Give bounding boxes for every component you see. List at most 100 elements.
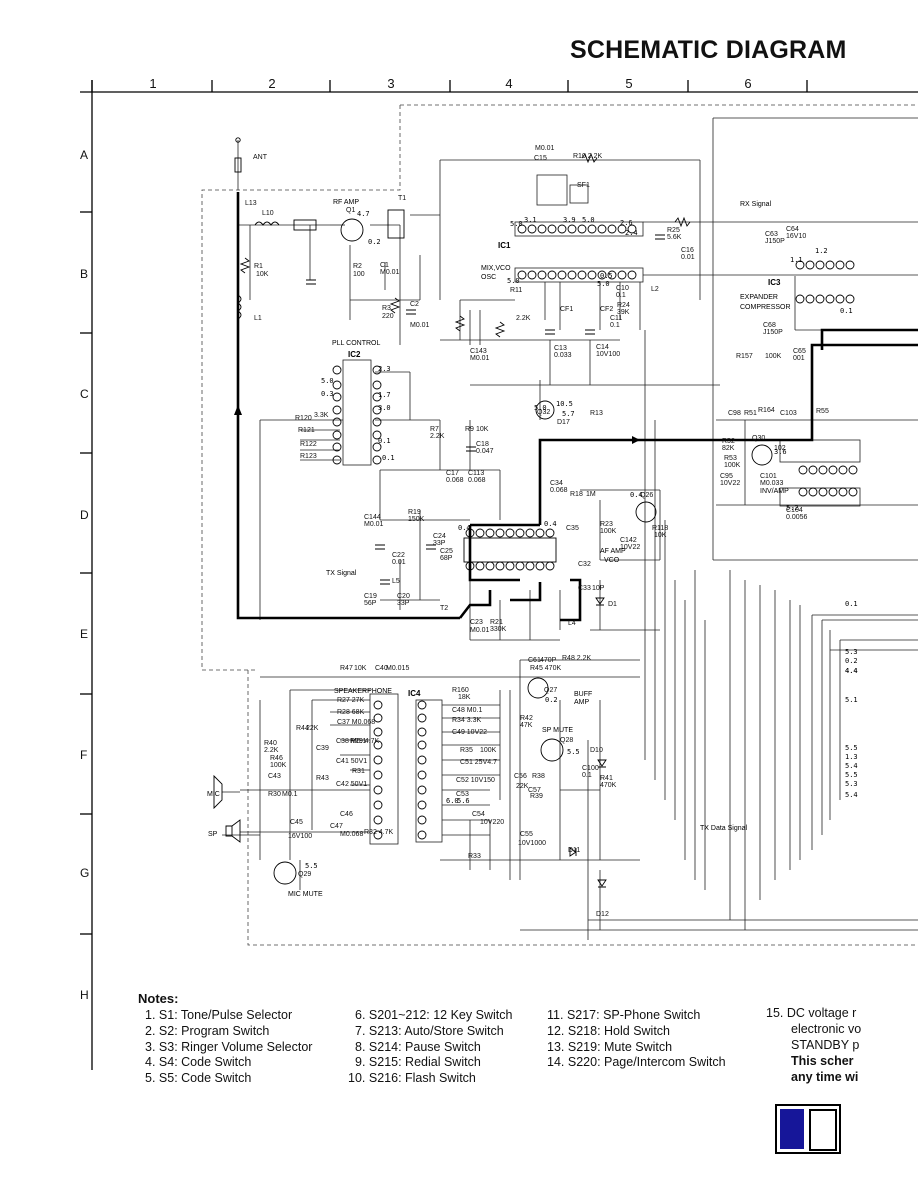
svg-text:M0.01: M0.01 [410, 322, 430, 329]
column-label: 6 [744, 76, 752, 91]
svg-text:R7: R7 [430, 426, 439, 433]
mic-label: MIC [207, 791, 220, 798]
svg-text:R3: R3 [382, 305, 391, 312]
svg-text:5.5: 5.5 [567, 748, 580, 756]
svg-text:C113: C113 [468, 470, 484, 477]
svg-text:R43: R43 [316, 775, 329, 782]
column-label: 5 [625, 76, 633, 91]
svg-text:0.4: 0.4 [458, 524, 471, 532]
column-label: 3 [387, 76, 395, 91]
svg-text:J150P: J150P [765, 238, 785, 245]
note-item: 8. S214: Pause Switch [355, 1040, 481, 1054]
svg-text:C35: C35 [566, 525, 579, 532]
svg-text:0.1: 0.1 [610, 322, 620, 329]
svg-text:C25: C25 [440, 548, 453, 555]
page-title: SCHEMATIC DIAGRAM [570, 36, 847, 64]
svg-text:L5: L5 [392, 578, 400, 585]
expander-label: EXPANDER [740, 294, 778, 301]
svg-text:R18: R18 [570, 491, 583, 498]
svg-text:R1: R1 [254, 263, 263, 270]
svg-text:5.3: 5.3 [845, 780, 858, 788]
signal-paths [236, 192, 918, 622]
svg-text:R40: R40 [264, 740, 277, 747]
svg-text:5.0: 5.0 [507, 277, 520, 285]
svg-text:C18: C18 [476, 441, 489, 448]
svg-text:5.1: 5.1 [845, 696, 858, 704]
notes-title: Notes: [138, 991, 179, 1006]
svg-text:L4: L4 [568, 620, 576, 627]
svg-text:C95: C95 [720, 473, 733, 480]
row-label: E [80, 627, 89, 641]
svg-text:R33: R33 [468, 853, 481, 860]
svg-text:0.01: 0.01 [681, 254, 695, 261]
svg-text:R51: R51 [744, 410, 757, 417]
wiring [222, 117, 918, 940]
svg-text:R47: R47 [340, 665, 353, 672]
svg-text:0.1: 0.1 [840, 307, 853, 315]
svg-text:M0.01: M0.01 [470, 627, 490, 634]
svg-text:10V22: 10V22 [620, 544, 640, 551]
svg-text:C63: C63 [765, 231, 778, 238]
svg-text:R53: R53 [724, 455, 737, 462]
svg-text:33P: 33P [433, 540, 446, 547]
svg-text:C144: C144 [364, 514, 381, 521]
svg-text:R28 68K: R28 68K [337, 709, 365, 716]
svg-text:33P: 33P [397, 600, 410, 607]
svg-text:C41 50V1: C41 50V1 [336, 758, 367, 765]
svg-text:2.2K: 2.2K [264, 747, 279, 754]
svg-text:C15: C15 [534, 155, 547, 162]
svg-text:220: 220 [382, 313, 394, 320]
svg-text:R55: R55 [816, 408, 829, 415]
svg-text:R160: R160 [452, 687, 469, 694]
svg-text:R10 2.2K: R10 2.2K [573, 153, 603, 160]
svg-text:3.9: 3.9 [563, 216, 576, 224]
svg-text:R27 27K: R27 27K [337, 697, 365, 704]
note-item: 14. S220: Page/Intercom Switch [547, 1055, 726, 1069]
svg-text:D17: D17 [557, 419, 570, 426]
svg-text:39K: 39K [617, 309, 630, 316]
tx-signal-path [236, 192, 460, 620]
note-item: 2. S2: Program Switch [145, 1024, 270, 1038]
note-item: 5. S5: Code Switch [145, 1071, 252, 1085]
svg-text:47K: 47K [520, 722, 533, 729]
svg-text:C55: C55 [520, 831, 533, 838]
svg-text:5.0: 5.0 [597, 280, 610, 288]
svg-text:Q30: Q30 [752, 435, 765, 442]
svg-text:C43: C43 [268, 773, 281, 780]
svg-text:R123: R123 [300, 453, 317, 460]
svg-text:M0.01: M0.01 [535, 145, 555, 152]
svg-text:C143: C143 [470, 348, 487, 355]
svg-text:R38: R38 [532, 773, 545, 780]
svg-text:C47: C47 [330, 823, 343, 830]
svg-text:5.2: 5.2 [786, 504, 799, 512]
svg-text:3.1: 3.1 [524, 216, 537, 224]
svg-text:C37 M0.068: C37 M0.068 [337, 719, 375, 726]
svg-text:R34 3.3K: R34 3.3K [452, 717, 482, 724]
row-label: G [80, 866, 90, 880]
svg-text:C61: C61 [528, 657, 541, 664]
svg-text:10K: 10K [256, 271, 269, 278]
svg-text:R29 4.7K: R29 4.7K [350, 738, 380, 745]
svg-text:2.6: 2.6 [620, 219, 633, 227]
svg-text:C23: C23 [470, 619, 483, 626]
note-item: 4. S4: Code Switch [145, 1055, 252, 1069]
note-item: electronic vo [791, 1022, 862, 1036]
row-label: F [80, 748, 88, 762]
svg-text:C45: C45 [290, 819, 303, 826]
buff-label: BUFF [574, 691, 592, 698]
sp-mute-label: SP MUTE [542, 727, 573, 734]
tx-signal-label: TX Signal [326, 570, 357, 577]
svg-text:C20: C20 [397, 593, 410, 600]
svg-text:68P: 68P [440, 555, 453, 562]
svg-text:R164: R164 [758, 407, 775, 414]
svg-text:470P: 470P [540, 657, 557, 664]
svg-text:M0.033: M0.033 [760, 480, 783, 487]
svg-text:C39: C39 [316, 745, 329, 752]
svg-text:0.5: 0.5 [600, 272, 613, 280]
rx-signal-path [600, 343, 918, 442]
svg-text:R41: R41 [600, 775, 613, 782]
svg-text:R42: R42 [520, 715, 533, 722]
svg-text:5.4: 5.4 [845, 762, 858, 770]
svg-text:C52 10V150: C52 10V150 [456, 777, 495, 784]
svg-text:5.0: 5.0 [582, 216, 595, 224]
